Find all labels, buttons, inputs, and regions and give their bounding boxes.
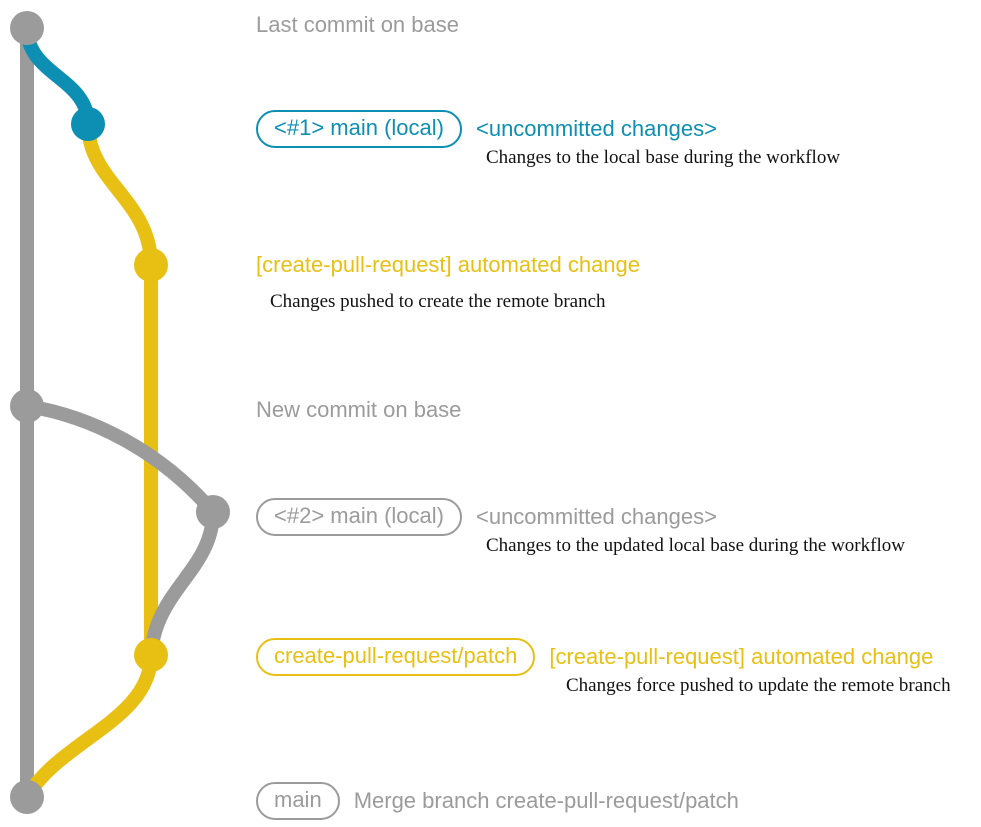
commit-row-last-base: Last commit on base xyxy=(256,14,459,36)
branch-badge-local-1[interactable]: <#1> main (local) xyxy=(256,110,462,148)
node-automated-2 xyxy=(134,638,168,672)
commit-row-local-1: <#1> main (local) <uncommitted changes> xyxy=(256,110,717,148)
node-merge xyxy=(10,780,44,814)
commit-subject-merge: Merge branch create-pull-request/patch xyxy=(353,788,739,813)
branch-graph xyxy=(10,11,230,814)
local-branch-line xyxy=(20,21,95,131)
commit-row-automated-1: [create-pull-request] automated change xyxy=(256,254,640,276)
branch-badge-main[interactable]: main xyxy=(256,782,340,820)
branch-badge-local-2[interactable]: <#2> main (local) xyxy=(256,498,462,536)
commit-row-local-2: <#2> main (local) <uncommitted changes> xyxy=(256,498,717,536)
commit-description-automated-2: Changes force pushed to update the remot… xyxy=(566,675,951,696)
node-last-base xyxy=(10,11,44,45)
patch-branch-line xyxy=(81,117,158,662)
commit-subject-local-1: <uncommitted changes> xyxy=(475,116,717,141)
merge-line xyxy=(20,648,158,804)
commit-subject-automated-2: [create-pull-request] automated change xyxy=(549,644,934,669)
commit-row-automated-2: create-pull-request/patch [create-pull-r… xyxy=(256,638,933,676)
commit-description-local-1: Changes to the local base during the wor… xyxy=(486,147,841,168)
node-new-base xyxy=(10,389,44,423)
node-local-2 xyxy=(196,495,230,529)
branch-badge-patch[interactable]: create-pull-request/patch xyxy=(256,638,536,676)
node-automated-1 xyxy=(134,248,168,282)
updated-local-branch-line xyxy=(20,399,221,662)
commit-subject-local-2: <uncommitted changes> xyxy=(475,504,717,529)
commit-subject-last-base: Last commit on base xyxy=(256,12,459,37)
commit-row-merge: main Merge branch create-pull-request/pa… xyxy=(256,782,739,820)
commit-row-new-base: New commit on base xyxy=(256,399,461,421)
commit-subject-new-base: New commit on base xyxy=(256,397,462,422)
commit-subject-automated-1: [create-pull-request] automated change xyxy=(256,252,641,277)
node-local-1 xyxy=(71,107,105,141)
commit-description-automated-1: Changes pushed to create the remote bran… xyxy=(270,291,606,312)
commit-description-local-2: Changes to the updated local base during… xyxy=(486,535,905,556)
